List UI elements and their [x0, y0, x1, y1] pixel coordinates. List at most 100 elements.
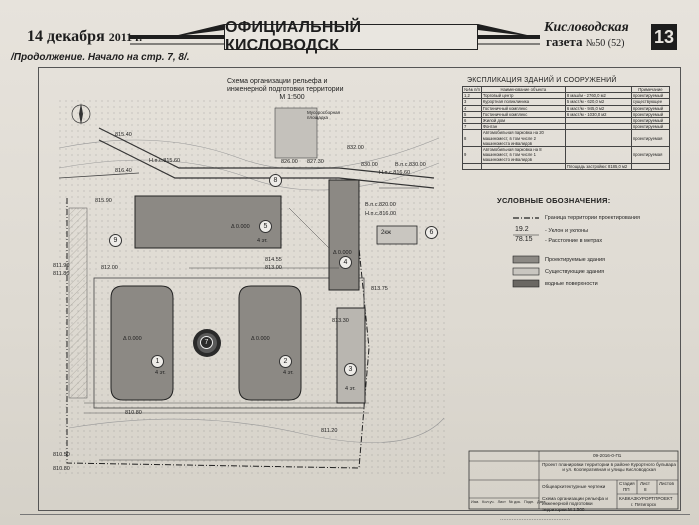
- building-marker: 1: [151, 355, 164, 368]
- legend-water: водные поверхности: [545, 281, 598, 287]
- title-block-sheet: 8: [644, 487, 647, 492]
- elevation-label: 810.50: [53, 452, 70, 458]
- floors-label: 4 эт.: [345, 386, 356, 392]
- building-marker: 3: [344, 363, 357, 376]
- title-block-general: Общеархитектурные чертежи: [542, 484, 606, 489]
- explication-cell: [462, 162, 482, 170]
- elevation-label: 810.80: [125, 410, 142, 416]
- explication-cell: проектируемая: [630, 129, 671, 148]
- title-block-stage: ПП: [623, 487, 630, 492]
- title-block-city: г. Пятигорск: [631, 502, 657, 507]
- explication-cell: 8: [462, 129, 482, 148]
- masthead-rules: [130, 24, 540, 45]
- floors-label: 4 эт.: [283, 370, 294, 376]
- parking-marker: 8: [269, 174, 282, 187]
- elevation-label: 830.00: [361, 162, 378, 168]
- title-block-code: 09-2016-0-П1: [593, 453, 622, 458]
- elevation-label: В.п.с.820.00: [365, 202, 396, 208]
- newspaper-brand: Кисловодская газета №50 (52): [544, 21, 644, 51]
- legend-existing: Существующие здания: [545, 269, 605, 275]
- zero-mark-label: Δ 0.000: [231, 224, 250, 230]
- parking-marker: 9: [109, 234, 122, 247]
- explication-cell: проектируемый: [630, 116, 671, 125]
- masthead: 14 декабря 2011 г. ОФИЦИАЛЬНЫЙ КИСЛОВОДС…: [0, 0, 699, 54]
- brand-subline: газета №50 (52): [546, 35, 644, 51]
- page-bottom-strip: ........................................…: [20, 514, 690, 525]
- title-block-sheets-header: Листов: [659, 481, 674, 486]
- explication-cell: проектируемый: [630, 110, 671, 119]
- explication-table: №№ п/п Наименование объекта Примечание 1…: [462, 85, 671, 170]
- explication-cell: Автомобильная парковка на 8 машиномест, …: [480, 146, 566, 164]
- elevation-label: 832.00: [347, 145, 364, 151]
- explication-cell: 9: [462, 146, 482, 164]
- elevation-label: 815.40: [115, 132, 132, 138]
- title-block-drawing: Схема организации рельефа и инженерной п…: [542, 496, 608, 512]
- title-block-sheet-header: Лист: [640, 481, 650, 486]
- explication-cell: проектируемый: [630, 123, 671, 131]
- title-block-stage-header: Стадия: [619, 481, 635, 486]
- legend-elev-top: 19.2: [515, 226, 529, 233]
- issue-number: №50 (52): [585, 38, 625, 49]
- elevation-label: В.п.с.830.00: [395, 162, 426, 168]
- title-block-column-label: № док.: [508, 500, 522, 504]
- section-title: ОФИЦИАЛЬНЫЙ КИСЛОВОДСК: [224, 19, 478, 54]
- elevation-label: 813.00: [265, 265, 282, 271]
- building-marker: 2: [279, 355, 292, 368]
- legend-projected: Проектируемые здания: [545, 257, 606, 263]
- elevation-label: 810.80: [53, 466, 70, 472]
- site-plan-drawing: [58, 98, 679, 510]
- elevation-label: 811.20: [321, 428, 338, 434]
- table-header-cell: №№ п/п: [462, 85, 482, 94]
- explication-cell: [564, 129, 632, 148]
- building-marker: 6: [425, 226, 438, 239]
- elevation-label: 811.90: [53, 263, 70, 269]
- plan-scale: М 1:500: [279, 94, 305, 101]
- continuation-note: /Продолжение. Начало на стр. 7, 8/.: [11, 52, 190, 63]
- brand-name: Кисловодская: [544, 20, 629, 35]
- title-block-column-label: Кол.уч.: [482, 500, 495, 504]
- elevation-label: Н.п.с.815.60: [149, 158, 181, 164]
- date-text: 14 декабря: [27, 28, 105, 45]
- legend-title: УСЛОВНЫЕ ОБОЗНАЧЕНИЯ:: [497, 196, 611, 205]
- title-block-column-label: Лист: [497, 500, 506, 504]
- zero-mark-label: Δ 0.000: [333, 250, 352, 256]
- legend-boundary: Граница территории проектирования: [545, 215, 640, 221]
- elevation-label: 816.40: [115, 168, 132, 174]
- explication-cell: существующее: [630, 98, 671, 106]
- title-block-column-label: Подп.: [524, 500, 535, 504]
- elevation-label: 812.00: [101, 265, 118, 271]
- explication-cell: проектируемый: [630, 92, 671, 100]
- explication-cell: Площадь застройки: 8185,0 м2: [564, 162, 632, 170]
- elevation-label: 813.75: [371, 286, 388, 292]
- elevation-label: 826.00: [281, 159, 298, 165]
- table-header-cell: Примечание: [630, 85, 671, 94]
- explication-title: ЭКСПЛИКАЦИЯ ЗДАНИЙ И СООРУЖЕНИЙ: [467, 77, 617, 84]
- page-number: 13: [651, 24, 677, 50]
- explication-cell: проектируемая: [630, 146, 671, 164]
- site-plan-sheet: Схема организации рельефа и инженерной п…: [38, 67, 681, 512]
- plan-title-line1: Схема организации рельефа и: [227, 78, 328, 85]
- zero-mark-label: Δ 0.000: [123, 336, 142, 342]
- building-marker: 4: [339, 256, 352, 269]
- explication-row: Площадь застройки: 8185,0 м2: [462, 162, 671, 170]
- explication-cell: [630, 162, 671, 170]
- building-marker: 5: [259, 220, 272, 233]
- explication-cell: проектируемый: [630, 104, 671, 112]
- title-block-org: КАВКАЗКУРОРТПРОЕКТ: [619, 496, 673, 501]
- elevation-label: 827.30: [307, 159, 324, 165]
- fountain-marker: 7: [200, 336, 213, 349]
- title-block-project: Проект планировки территории в районе Ку…: [542, 462, 676, 473]
- elevation-label: 815.90: [95, 198, 112, 204]
- title-block-column-label: Дата: [537, 500, 546, 504]
